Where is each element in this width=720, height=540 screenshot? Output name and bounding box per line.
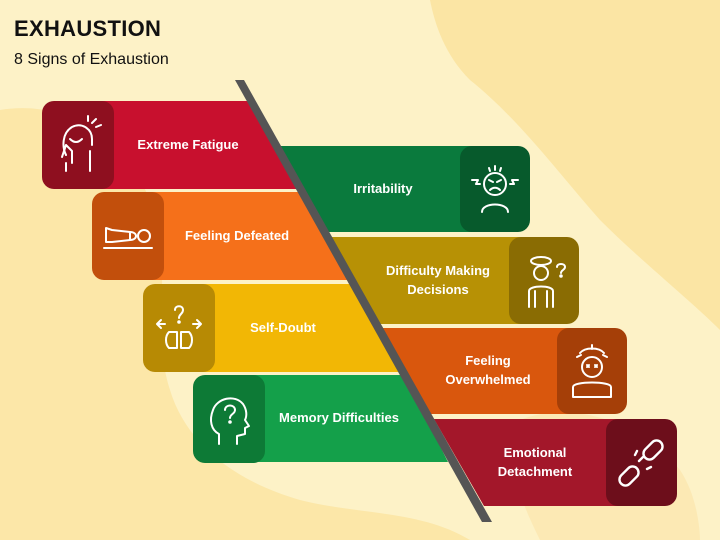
page-title: EXHAUSTION (14, 16, 162, 41)
label-extreme-fatigue: Extreme Fatigue (137, 136, 239, 152)
label-memory-difficulties: Memory Difficulties (279, 410, 399, 426)
label-difficulty-making-decisions: Difficulty Making Decisions (385, 262, 490, 297)
icon-box-2 (92, 192, 164, 280)
left-bar-1 (70, 101, 300, 189)
label-emotional-detachment: Emotional Detachment (497, 444, 573, 479)
label-feeling-defeated: Feeling Defeated (184, 227, 290, 243)
dizzy-head-icon (572, 344, 612, 398)
icon-box-7 (557, 328, 627, 414)
icon-box-6 (509, 237, 579, 324)
question-lungs-icon (156, 305, 202, 349)
label-feeling-overwhelmed: Feeling Overwhelmed (445, 353, 531, 387)
fallen-chess-piece-icon (103, 227, 153, 249)
head-in-hand-icon (61, 115, 102, 172)
left-bar-3 (170, 284, 400, 372)
right-bar-4 (434, 419, 650, 506)
label-irritability: Irritability (353, 180, 413, 196)
broken-chain-icon (618, 439, 664, 487)
right-bar-1 (275, 146, 500, 232)
left-bar-4 (220, 375, 448, 462)
left-bar-2 (120, 192, 348, 280)
label-self-doubt: Self-Doubt (250, 319, 316, 335)
right-bar-3 (381, 328, 600, 414)
icon-box-3 (143, 284, 215, 372)
confused-person-icon (528, 256, 566, 308)
page-subtitle: 8 Signs of Exhaustion (14, 51, 169, 68)
icon-box-4 (193, 375, 265, 463)
angry-face-icon (471, 165, 519, 213)
right-bar-2 (328, 237, 550, 324)
brain-question-head-icon (210, 397, 250, 445)
icon-box-1 (42, 101, 114, 189)
icon-box-5 (460, 146, 530, 232)
diagonal-divider (235, 80, 492, 522)
